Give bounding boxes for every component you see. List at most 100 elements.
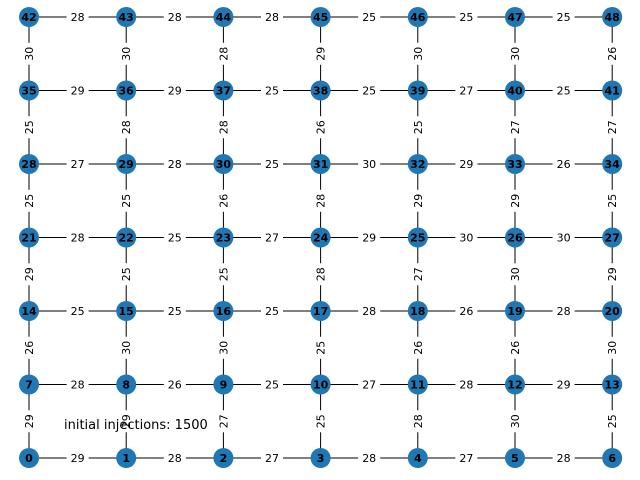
edge-label-bg <box>66 230 89 245</box>
graph-node: 24 <box>310 227 331 248</box>
graph-node: 22 <box>116 227 137 248</box>
graph-node: 27 <box>602 227 623 248</box>
edge-label-bg <box>216 189 231 212</box>
edge-label-bg <box>410 42 425 65</box>
edge-label-bg <box>508 116 522 139</box>
edge-label-bg <box>261 230 283 245</box>
edge-weight-label: 29 <box>23 267 36 281</box>
graph-node: 29 <box>116 154 137 174</box>
edge-weight-label: 29 <box>459 158 473 171</box>
node-circle <box>505 301 525 321</box>
edge-label-bg <box>455 157 478 171</box>
edge-weight-label: 25 <box>362 85 376 98</box>
edge-label-bg <box>552 377 575 392</box>
edge-label-bg <box>410 189 425 212</box>
graph-node: 47 <box>505 7 525 27</box>
node-circle <box>407 374 428 395</box>
edge-weight-label: 25 <box>23 194 36 208</box>
graph-node: 2 <box>213 448 234 468</box>
edge-weight-label: 28 <box>120 120 133 134</box>
edge-label-bg <box>605 116 620 139</box>
node-label: 21 <box>21 232 36 245</box>
node-circle <box>116 301 137 321</box>
edge-weight-label: 25 <box>265 305 279 318</box>
edge-label-bg <box>261 10 283 24</box>
edge-weight-label: 30 <box>509 414 522 428</box>
edge-weight-label: 25 <box>23 120 36 134</box>
edge-weight-label: 29 <box>557 379 571 392</box>
graph-node: 20 <box>602 301 623 321</box>
edge-weight-label: 30 <box>459 232 473 245</box>
edge-weight-label: 26 <box>459 305 473 318</box>
edge-weight-label: 28 <box>315 267 328 281</box>
graph-node: 8 <box>116 374 137 395</box>
node-label: 25 <box>410 232 425 245</box>
node-circle <box>19 301 39 321</box>
node-circle <box>116 7 137 27</box>
edge-label-bg <box>119 263 134 286</box>
edge-label-bg <box>508 336 522 359</box>
graph-node: 28 <box>19 154 39 174</box>
edge-label-bg <box>552 10 575 24</box>
node-circle <box>116 227 137 248</box>
edge-label-bg <box>455 83 478 98</box>
node-circle <box>19 154 39 174</box>
graph-node: 15 <box>116 301 137 321</box>
graph-node: 32 <box>407 154 428 174</box>
node-circle <box>310 301 331 321</box>
node-label: 22 <box>119 232 134 245</box>
edge-weight-label: 26 <box>557 158 571 171</box>
edge-weight-label: 28 <box>362 305 376 318</box>
node-label: 37 <box>216 85 231 98</box>
node-circle <box>602 374 623 395</box>
edge-weight-label: 27 <box>412 267 425 281</box>
graph-node: 25 <box>407 227 428 248</box>
edge-weight-label: 25 <box>120 267 133 281</box>
edge-weight-label: 29 <box>71 452 85 465</box>
node-circle <box>505 7 525 27</box>
edge-label-bg <box>22 189 36 212</box>
node-circle <box>310 80 331 101</box>
edge-label-bg <box>410 336 425 359</box>
edge-label-bg <box>552 451 575 465</box>
edge-weight-label: 28 <box>71 232 85 245</box>
edge-label-bg <box>66 451 89 465</box>
node-circle <box>213 448 234 468</box>
node-label: 31 <box>313 158 328 171</box>
edge-weight-label: 26 <box>168 379 182 392</box>
edge-weight-label: 30 <box>412 47 425 61</box>
edge-weight-label: 28 <box>315 194 328 208</box>
initial-injections-caption: initial injections: 1500 <box>64 418 208 433</box>
graph-node: 48 <box>602 7 623 27</box>
node-label: 1 <box>122 452 130 465</box>
graph-node: 35 <box>19 80 39 101</box>
edge-label-bg <box>508 42 522 65</box>
edge-label-bg <box>22 263 36 286</box>
edge-weight-label: 28 <box>217 120 230 134</box>
edge-weight-label: 25 <box>412 120 425 134</box>
edge-weight-label: 25 <box>120 194 133 208</box>
graph-node: 43 <box>116 7 137 27</box>
node-label: 29 <box>119 158 134 171</box>
edge-weight-label: 28 <box>362 452 376 465</box>
edge-label-bg <box>358 157 381 171</box>
edge-label-bg <box>66 304 89 318</box>
node-label: 4 <box>414 452 422 465</box>
node-label: 46 <box>410 11 426 24</box>
graph-node: 0 <box>19 448 39 468</box>
edge-label-bg <box>605 263 620 286</box>
edge-weight-label: 26 <box>412 341 425 355</box>
node-circle <box>310 7 331 27</box>
edge-label-bg <box>119 189 134 212</box>
edge-label-bg <box>552 157 575 171</box>
graph-node: 45 <box>310 7 331 27</box>
edge-label-bg <box>455 304 478 318</box>
edge-label-bg <box>313 42 328 65</box>
edge-weight-label: 30 <box>606 341 619 355</box>
node-circle <box>116 80 137 101</box>
edge-label-bg <box>66 10 89 24</box>
edge-weight-label: 25 <box>265 158 279 171</box>
edge-label-bg <box>455 230 478 245</box>
edge-weight-label: 28 <box>71 11 85 24</box>
edge-weight-label: 28 <box>168 11 182 24</box>
